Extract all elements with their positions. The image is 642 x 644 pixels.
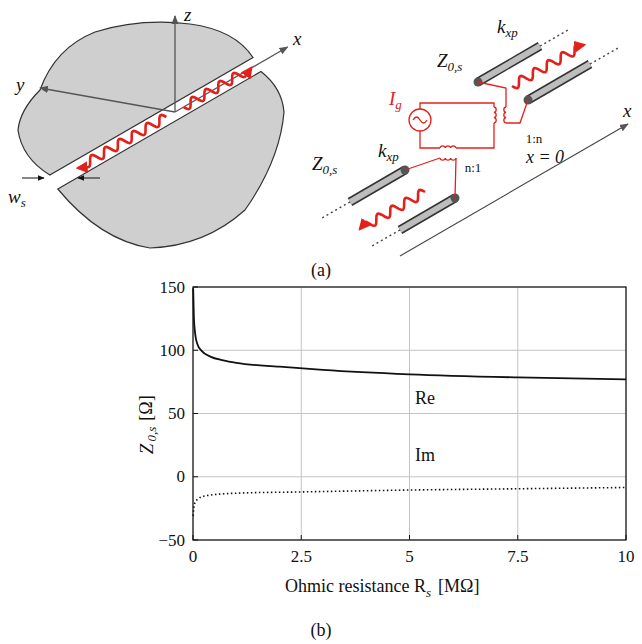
coordinate-axes [40, 16, 288, 112]
wavenumber-symbol: k [378, 141, 386, 160]
tick [409, 535, 410, 540]
transmission-lines [322, 30, 618, 246]
tick-label: 150 [160, 279, 186, 296]
grid-line [193, 413, 626, 414]
grid-line [517, 287, 518, 540]
transformer-coil [440, 158, 456, 160]
axis-title: [MΩ] [438, 577, 479, 595]
x-axis [175, 47, 288, 112]
dimension-symbol: w [8, 187, 21, 206]
axis-name: z [184, 5, 191, 24]
tick [193, 413, 198, 414]
tick [193, 476, 198, 477]
subscript: g [395, 98, 402, 111]
position-label: x = 0 [526, 148, 564, 166]
axis-name: x [623, 101, 631, 120]
dimension-arrow [78, 178, 100, 179]
axis-name: x [293, 29, 301, 48]
subscript: 0,s [145, 427, 158, 442]
width-dimension [22, 178, 100, 179]
tick-label: 2.5 [291, 548, 312, 565]
im-curve [193, 488, 626, 516]
wave-arrow [78, 115, 166, 168]
panel-label: (b) [311, 621, 332, 639]
wire [455, 158, 456, 198]
re-curve [193, 288, 626, 379]
wire [478, 82, 506, 107]
ground-plane [18, 22, 284, 248]
x-axis-line [400, 124, 628, 256]
line-chart [193, 287, 626, 540]
tick [193, 350, 198, 351]
transformer-coil [494, 107, 496, 123]
tick-label: 50 [168, 405, 185, 422]
subscript: xp [505, 26, 517, 39]
transformer-coil [504, 107, 506, 123]
turns-ratio: n:1 [465, 161, 482, 174]
tick [301, 535, 302, 540]
wire [456, 123, 494, 148]
grid-line [193, 476, 626, 477]
wire [420, 103, 494, 109]
impedance-symbol: Z [312, 154, 323, 173]
turns-ratio: 1:n [526, 132, 543, 145]
tick-label: 0 [189, 548, 198, 565]
current-source [409, 109, 431, 131]
wire [506, 100, 528, 123]
wave-arrow [184, 68, 252, 109]
impedance-symbol: Z [437, 51, 448, 70]
tick-label: 0 [177, 468, 186, 485]
subscript: 0,s [448, 60, 463, 73]
axis-title: [Ω] [137, 395, 155, 420]
wave-arrow [360, 190, 425, 229]
wave-arrows [360, 45, 584, 229]
tick-label: 10 [618, 548, 635, 565]
source-symbol: I [389, 89, 395, 108]
tick-label: −50 [158, 532, 185, 549]
z-axis [174, 16, 175, 112]
curve-label: Im [415, 446, 435, 464]
subscript: xp [386, 150, 398, 163]
source-symbol [413, 117, 427, 123]
half-plane-right [58, 72, 284, 249]
wire [420, 131, 440, 148]
source-network [405, 82, 528, 198]
tick-label: 5 [405, 548, 414, 565]
panel-label: (a) [311, 261, 331, 279]
tick-label: 7.5 [507, 548, 528, 565]
y-axis [40, 88, 175, 112]
subscript: s [21, 196, 26, 209]
axis-name: y [16, 75, 24, 94]
curve-label: Re [415, 389, 435, 407]
axis-title: Ohmic resistance R [285, 577, 426, 595]
wavenumber-symbol: k [497, 17, 505, 36]
dimension-arrow [22, 178, 44, 179]
tick [517, 535, 518, 540]
tick-label: 100 [160, 342, 186, 359]
conductor [474, 30, 569, 87]
subscript: 0,s [323, 163, 338, 176]
subscript: s [426, 586, 431, 599]
plot-frame [193, 287, 626, 540]
wire [405, 158, 440, 170]
transformer-coil [440, 146, 456, 148]
wave-arrows [78, 68, 251, 168]
axis-title: Z [137, 444, 156, 455]
wave-arrow [512, 45, 584, 88]
